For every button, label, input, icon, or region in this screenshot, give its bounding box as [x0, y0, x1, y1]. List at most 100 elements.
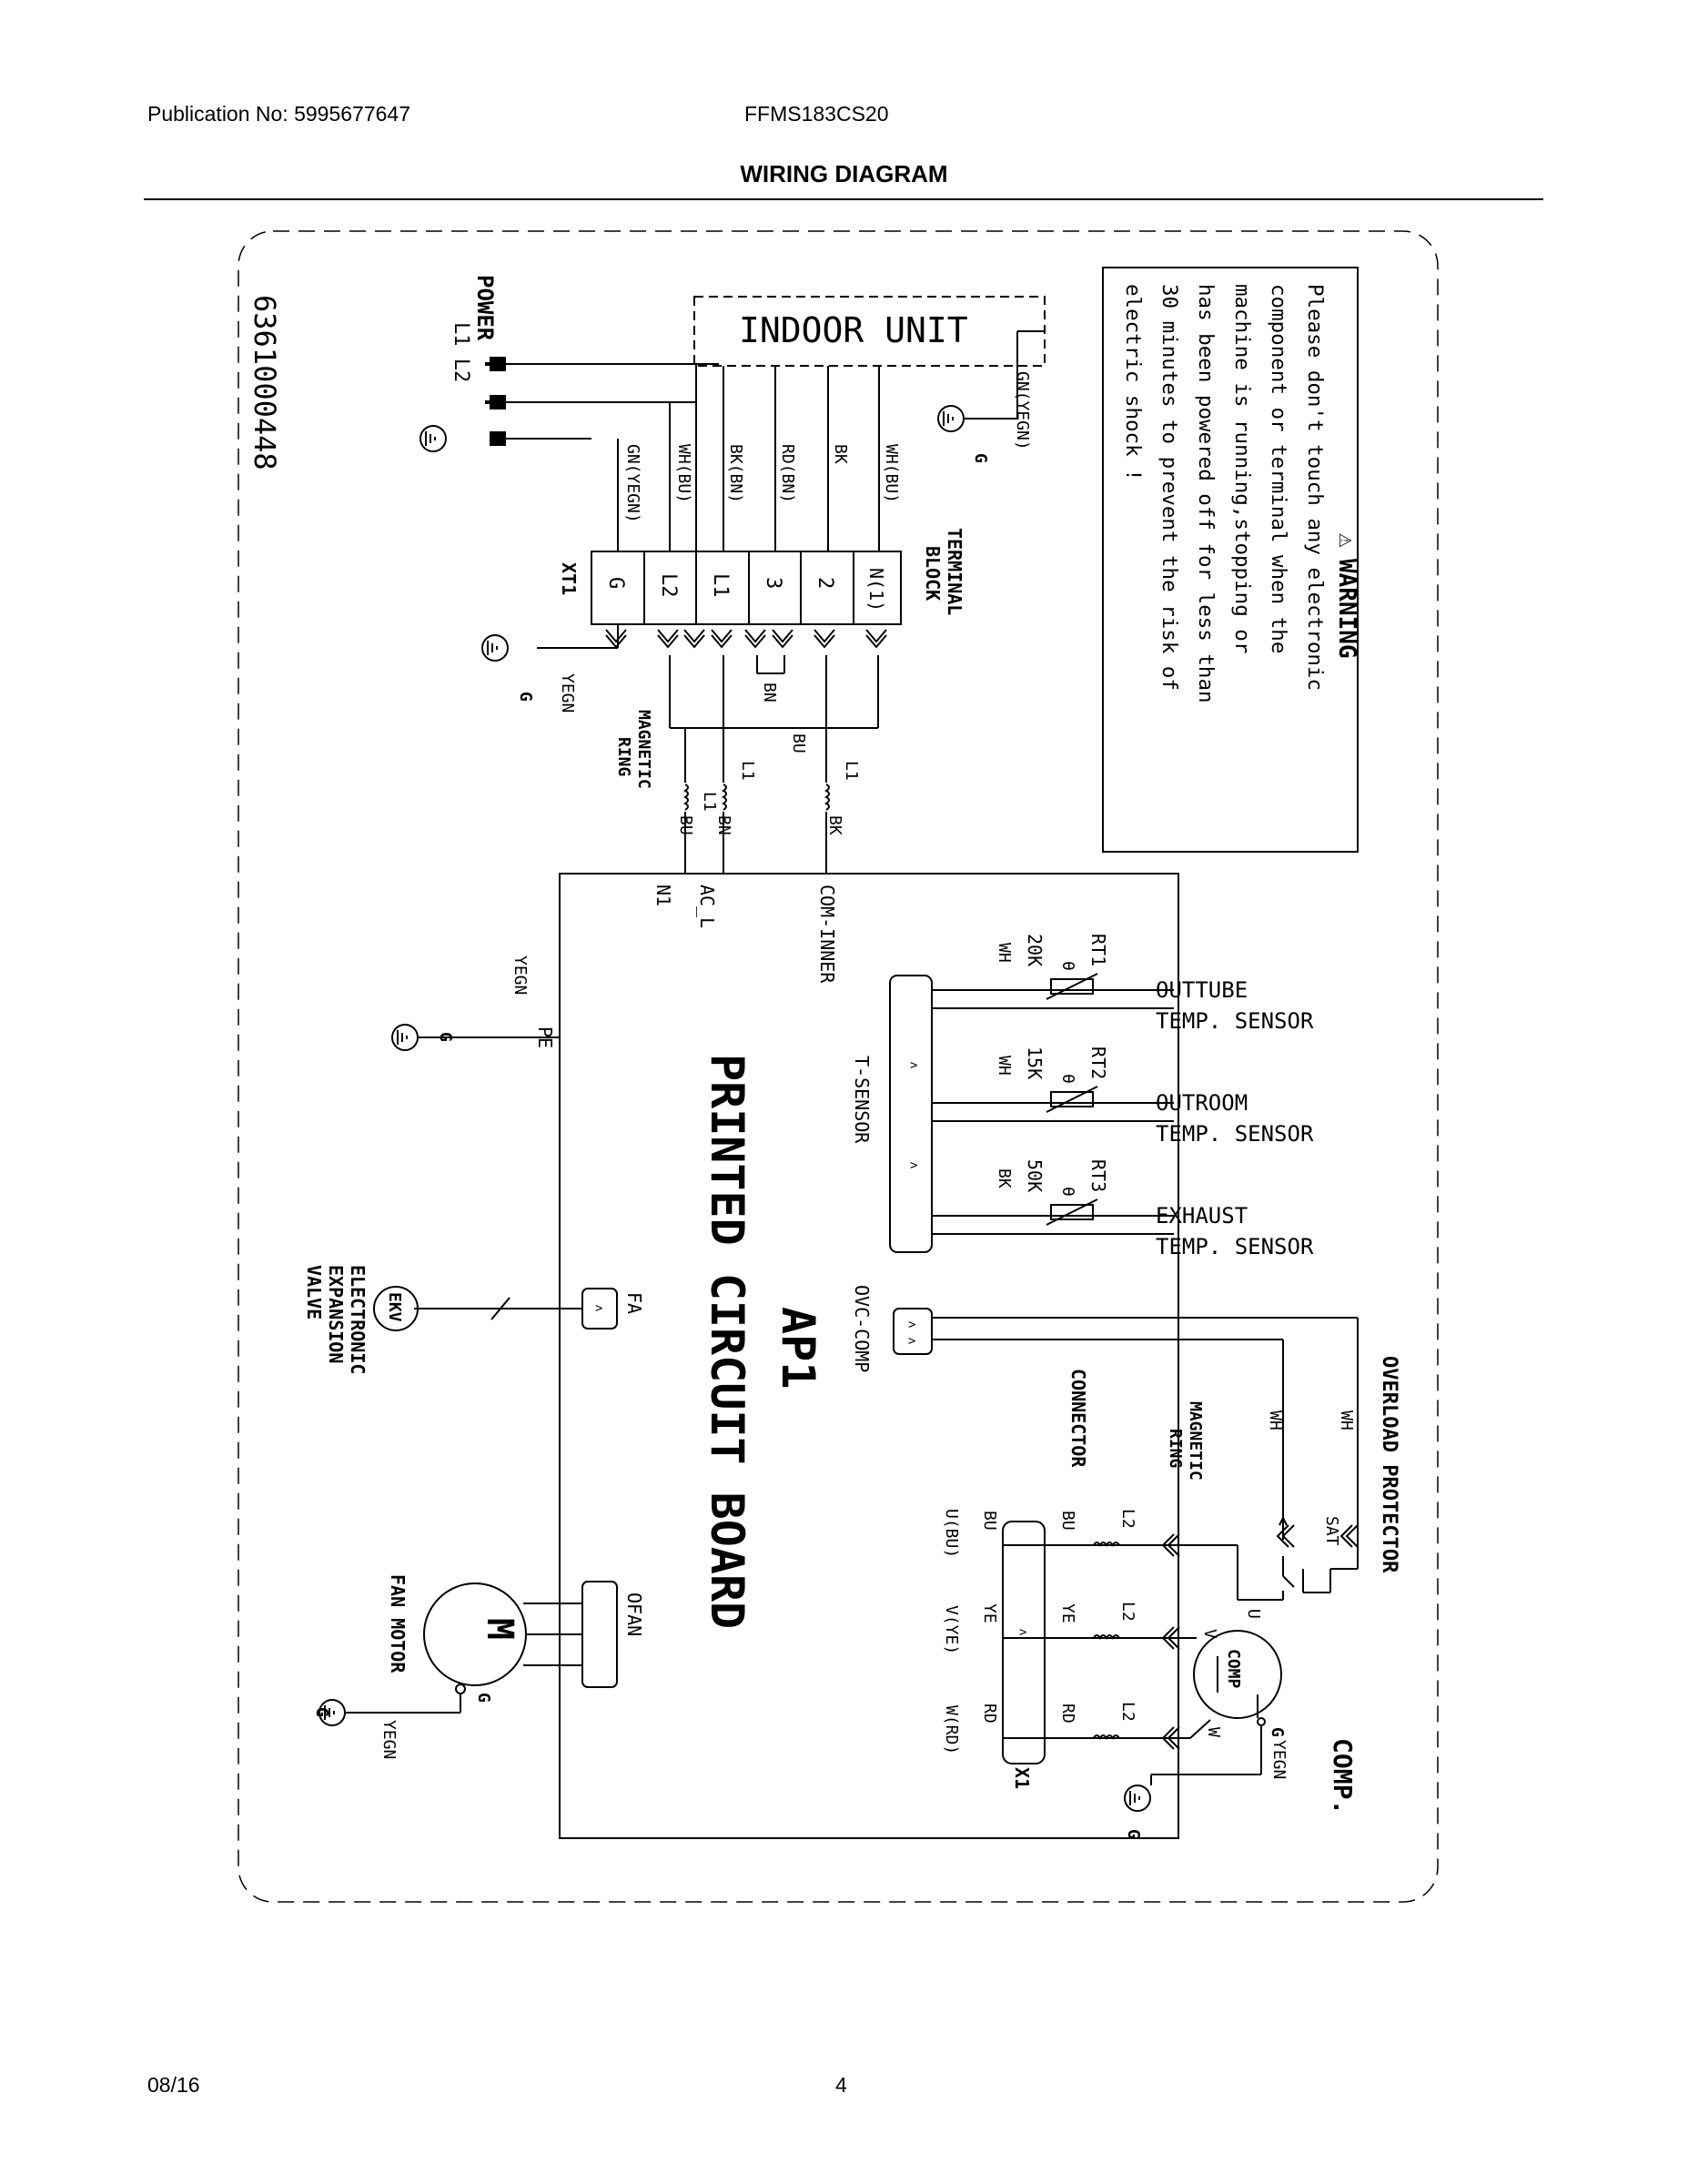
wire-label-bu-x1-left: BU — [980, 1511, 999, 1531]
wire-label-wh-ovc-2: WH — [1266, 1410, 1285, 1431]
wire-label-wh-bu: WH(BU) — [882, 444, 901, 503]
wire-label-ye-x1-left: YE — [980, 1603, 999, 1623]
terminal-block-title-1: TERMINAL — [944, 528, 965, 615]
power-lines-label: L1 L2 — [450, 322, 472, 382]
terminal-n1: N(1) — [865, 568, 887, 612]
ekv-symbol — [373, 1286, 419, 1331]
ground-icon — [1124, 1785, 1151, 1812]
warning-line-3: machine is running,stopping or — [1230, 284, 1254, 653]
sensor-rt2-value: 15K — [1024, 1046, 1046, 1079]
connector-title: CONNECTOR — [1067, 1369, 1089, 1468]
wire-label-rd-bn: RD(BN) — [778, 444, 797, 503]
ring-l2-a: L2 — [1118, 1509, 1137, 1529]
terminal-block-title-2: BLOCK — [922, 546, 944, 601]
sensor-rt2-id: RT2 — [1087, 1046, 1109, 1079]
comp-g: G — [1268, 1727, 1287, 1737]
sensor-rt3-theta: θ — [1058, 1187, 1077, 1197]
wire-label-wh-ovc-1: WH — [1337, 1410, 1356, 1431]
sensor-rt3-id: RT3 — [1087, 1159, 1109, 1192]
connector-id: X1 — [1011, 1767, 1033, 1789]
publication-number: Publication No: 5995677647 — [147, 102, 411, 126]
terminal-2: 2 — [814, 577, 836, 589]
sensor-rt1-theta: θ — [1058, 961, 1077, 971]
comp-u: U — [1244, 1609, 1263, 1619]
page-number: 4 — [835, 2073, 847, 2097]
power-terminals — [485, 357, 506, 446]
ground-label: G — [436, 1032, 455, 1042]
power-title: POWER — [472, 275, 498, 341]
sensor-rt1-name-1: OUTTUBE — [1156, 977, 1248, 1003]
ekv-name-3: VALVE — [303, 1265, 325, 1320]
drawing-number: 6361000448 — [248, 295, 282, 470]
ring-l1-a: L1 — [700, 792, 719, 812]
terminal-l1: L1 — [709, 573, 732, 598]
ground-label: G — [1124, 1829, 1143, 1839]
sensor-rt1-id: RT1 — [1087, 934, 1109, 966]
comp-terminal-w: W(RD) — [942, 1705, 961, 1754]
svg-text:>: > — [910, 1058, 917, 1073]
fan-motor-g: G — [474, 1693, 493, 1703]
fan-motor-m: M — [479, 1618, 521, 1640]
warning-title: WARNING — [1333, 559, 1360, 659]
svg-text:>: > — [908, 1334, 915, 1349]
magnetic-ring-2: RING — [614, 737, 633, 776]
ring-l2-b: L2 — [1118, 1602, 1137, 1622]
compressor-symbol — [1193, 1630, 1282, 1719]
model-number: FFMS183CS20 — [744, 102, 889, 126]
diagram-frame — [238, 230, 1439, 1903]
warning-line-2: component or terminal when the — [1267, 284, 1290, 653]
sensor-rt2-theta: θ — [1058, 1074, 1077, 1084]
terminal-l2: L2 — [657, 573, 680, 598]
warning-icon: ⚠ — [1333, 533, 1360, 548]
svg-text:>: > — [910, 1158, 917, 1173]
wire-label-yegn-fan: YEGN — [379, 1720, 399, 1759]
sensor-rt1-value: 20K — [1024, 934, 1046, 966]
sensor-rt3-wire: BK — [995, 1168, 1014, 1188]
wire-label-wh-bu-power: WH(BU) — [674, 444, 693, 503]
terminal-g: G — [604, 577, 627, 589]
terminal-block — [591, 551, 902, 625]
pcb-board — [559, 873, 1179, 1839]
magnetic-ring-1: MAGNETIC — [634, 710, 653, 789]
ring-l1-c: L1 — [842, 761, 861, 781]
pin-fa: FA — [623, 1292, 645, 1314]
header-rule — [144, 198, 1543, 200]
magnetic-ring-comp-2: RING — [1166, 1429, 1185, 1468]
wire-label-rd-x1-left: RD — [980, 1704, 999, 1724]
svg-text:>: > — [595, 1301, 602, 1316]
pin-ovc-comp: OVC-COMP — [851, 1285, 873, 1372]
ground-icon — [937, 405, 965, 432]
comp-terminal-u: U(BU) — [942, 1509, 961, 1558]
wire-label-rd-x1-right: RD — [1058, 1704, 1077, 1724]
wire-label-bu-x1-right: BU — [1058, 1511, 1077, 1531]
magnetic-ring-comp-1: MAGNETIC — [1186, 1401, 1205, 1481]
wire-label-bu-ring: BU — [676, 815, 695, 835]
wire-label-yegn-pe: YEGN — [510, 956, 530, 995]
t-sensor-connector — [889, 975, 933, 1253]
x1-connector — [1002, 1521, 1046, 1764]
overload-title: OVERLOAD PROTECTOR — [1378, 1356, 1400, 1573]
pin-pe: PE — [534, 1026, 556, 1048]
wire-label-bk-ring: BK — [825, 815, 844, 835]
indoor-unit-label: INDOOR UNIT — [739, 310, 968, 350]
ekv-name-2: EXPANSION — [325, 1265, 347, 1363]
overload-sat: SAT — [1322, 1516, 1341, 1546]
sensor-rt1-name-2: TEMP. SENSOR — [1156, 1008, 1314, 1034]
pin-com-inner: COM-INNER — [816, 885, 838, 984]
wire-label-gn-yegn-indoor: GN(YEGN) — [1013, 371, 1032, 450]
terminal-block-id: XT1 — [558, 562, 580, 595]
comp-w: W — [1204, 1727, 1223, 1737]
warning-line-4: has been powered off for less than — [1194, 284, 1218, 703]
warning-line-1: Please don't touch any electronic — [1303, 284, 1327, 691]
pin-ac-l: AC_L — [696, 885, 718, 928]
ring-l1-b: L1 — [738, 761, 757, 781]
wire-label-bk: BK — [831, 444, 850, 464]
wire-label-bk-bn: BK(BN) — [726, 444, 745, 503]
wire-label-ye-x1-right: YE — [1058, 1603, 1077, 1623]
sensor-rt2-wire: WH — [995, 1056, 1014, 1076]
sensor-rt2-name-2: TEMP. SENSOR — [1156, 1121, 1314, 1147]
sensor-rt1-wire: WH — [995, 943, 1014, 963]
warning-line-5: 30 minutes to prevent the risk of — [1157, 284, 1181, 691]
wiring-diagram: >> >> >> 6361000448 POWER L1 L2 INDOOR U… — [238, 230, 1439, 1903]
wire-label-yegn-terminal: YEGN — [558, 673, 577, 713]
